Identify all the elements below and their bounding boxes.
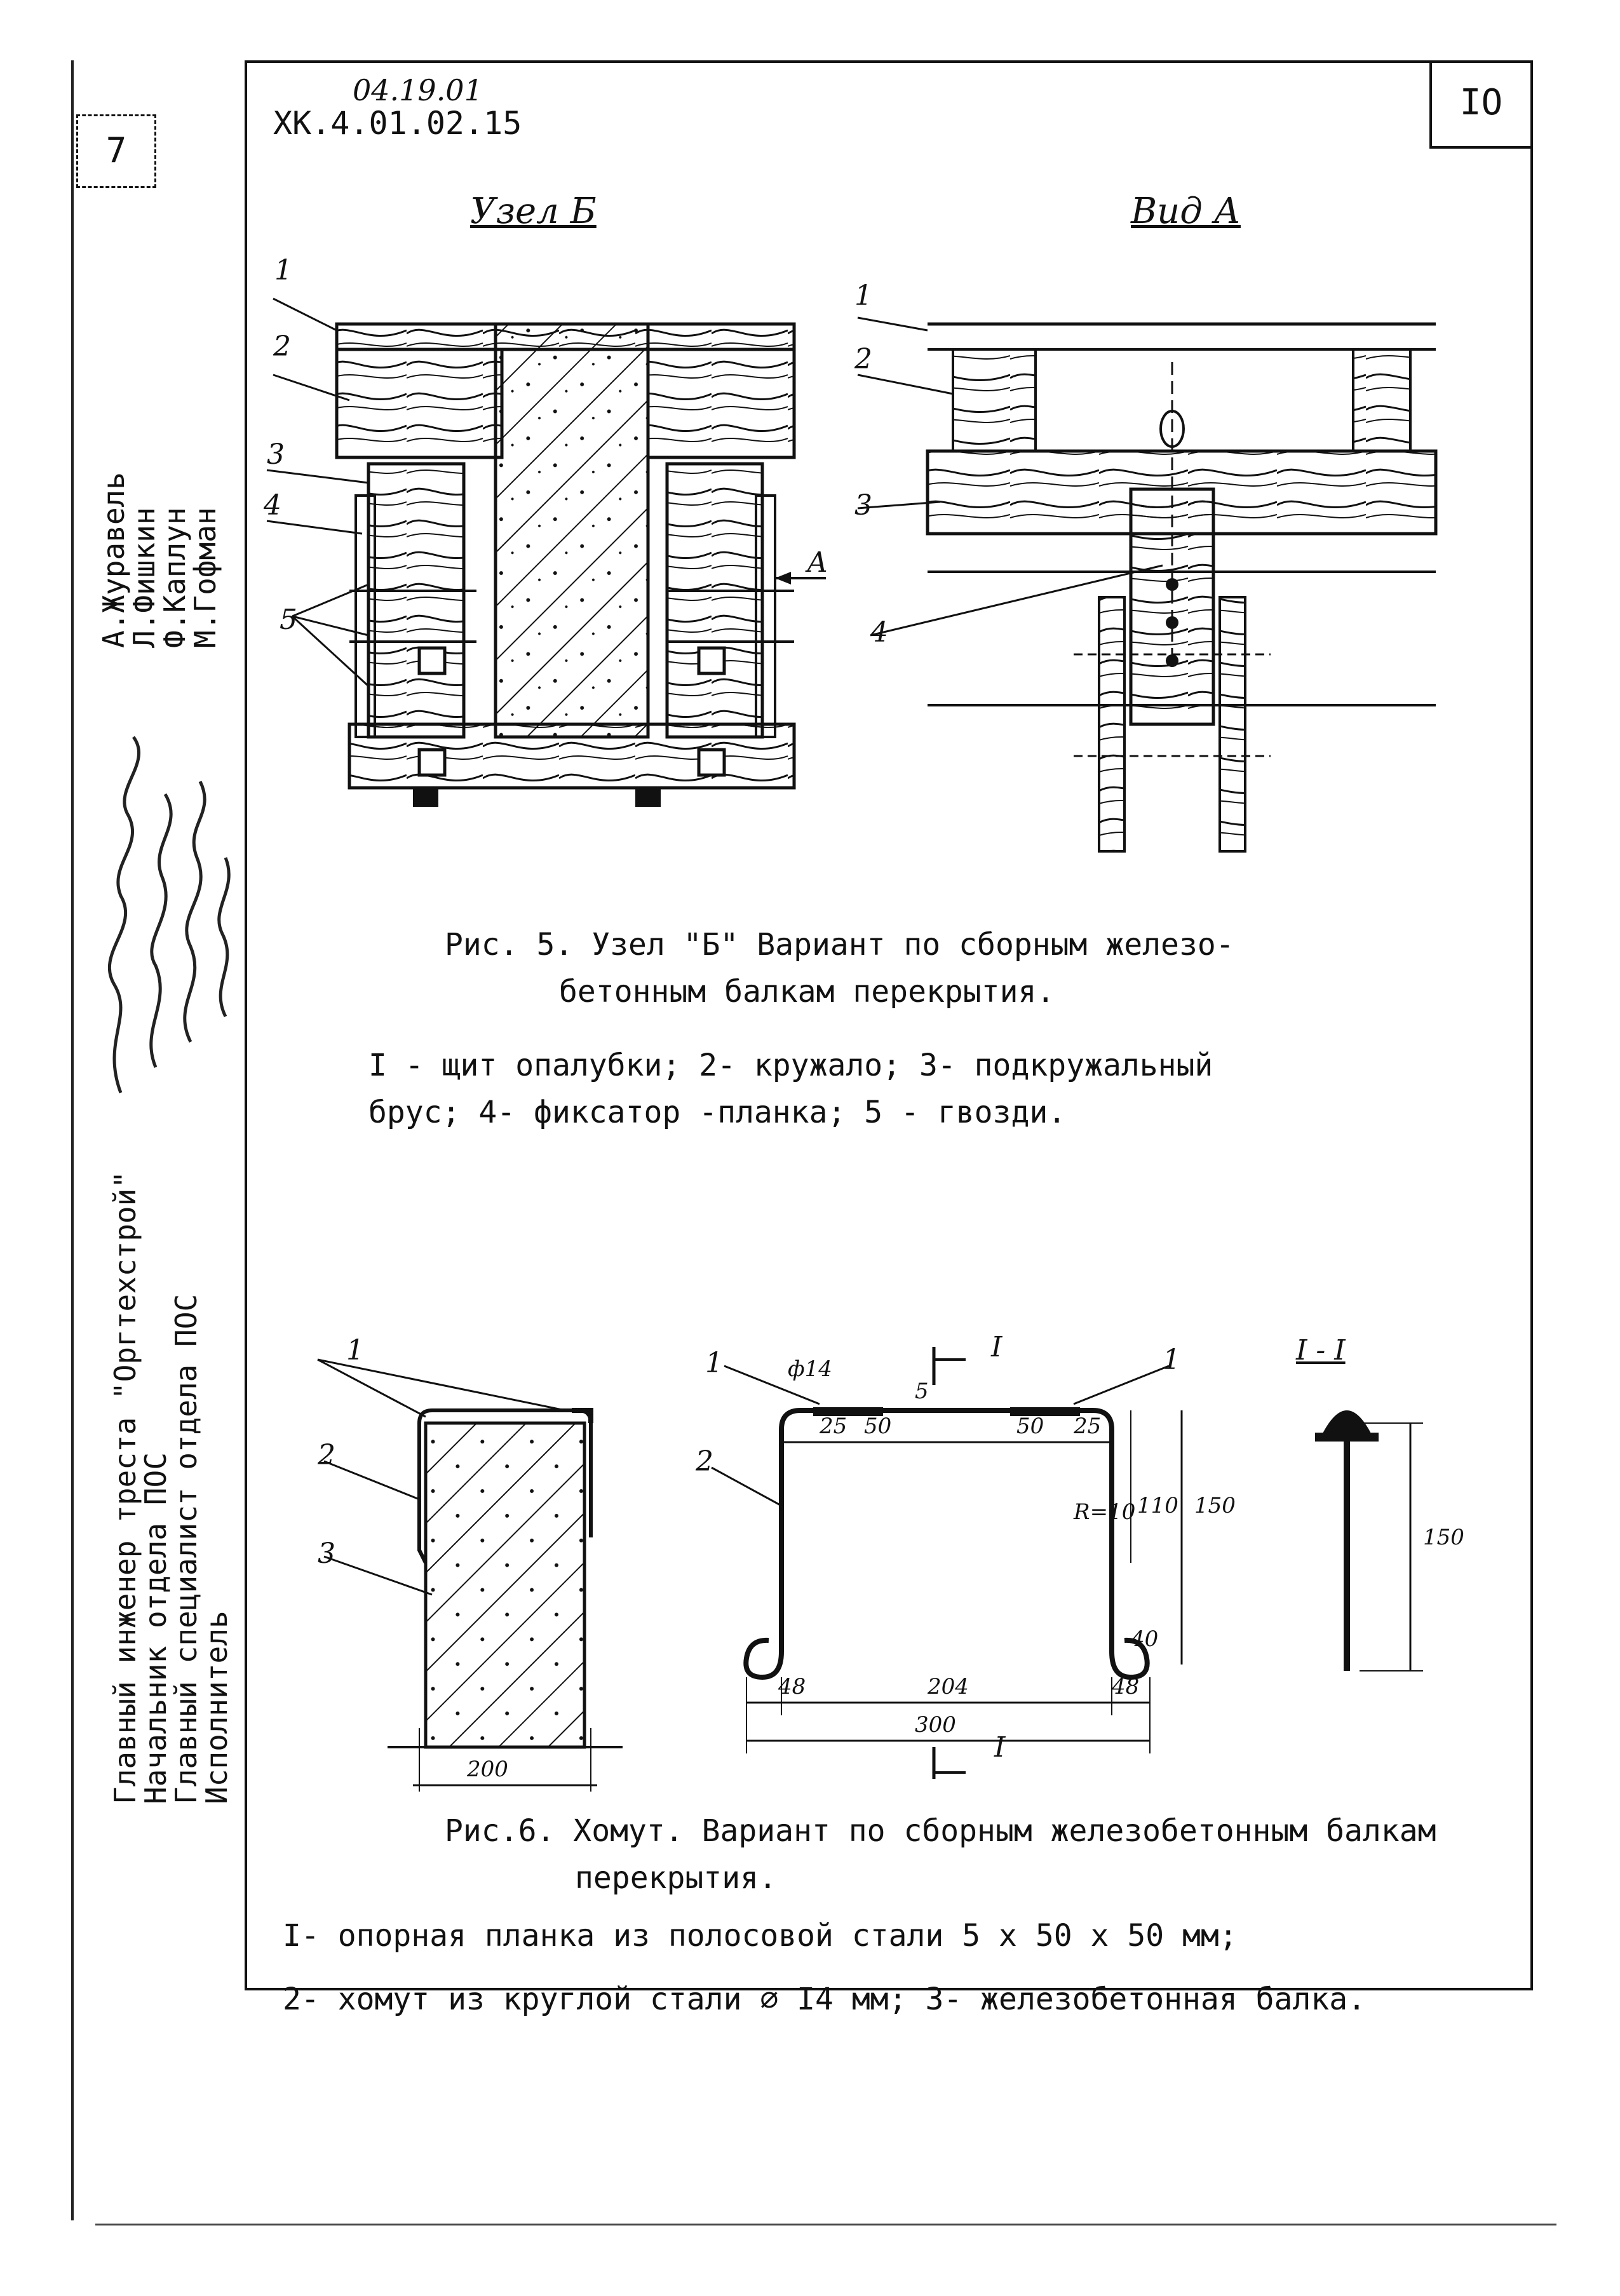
stirrup-drawing [711, 1347, 1183, 1779]
view-marker: А [807, 546, 828, 579]
fig6-caption-line2: перекрытия. [575, 1860, 777, 1896]
section-mark-top: I [991, 1331, 1002, 1363]
fig5-legend-line2: брус; 4- фиксатор -планка; 5 - гвозди. [368, 1095, 1067, 1130]
dim-25b: 25 [1074, 1414, 1102, 1439]
dim-50b: 50 [1016, 1414, 1044, 1439]
beam-section-drawing [317, 1358, 623, 1792]
dim-40: 40 [1131, 1626, 1159, 1652]
fig6-legend-line1: I- опорная планка из полосовой стали 5 х… [283, 1918, 1238, 1954]
page-number-box: IO [1429, 60, 1530, 149]
section-mark-bottom: I [994, 1731, 1006, 1764]
view-left-title: Узел Б [470, 191, 597, 232]
stamp-name-2: Л.Фишкин [127, 507, 161, 648]
sheet-number: 7 [105, 130, 127, 170]
fig5-caption-line1: Рис. 5. Узел "Б" Вариант по сборным желе… [445, 927, 1234, 962]
stamp-name-1: А.Журавель [97, 472, 131, 648]
callout-node-1: 1 [274, 254, 292, 287]
dim-204: 204 [928, 1674, 969, 1699]
dim-d14: ф14 [788, 1356, 832, 1382]
dim-t5: 5 [915, 1379, 929, 1404]
dim-25a: 25 [820, 1414, 847, 1439]
dim-300: 300 [915, 1712, 956, 1738]
fig5-legend-line1: I - щит опалубки; 2- кружало; 3- подкруж… [368, 1048, 1213, 1083]
callout-stirrup-2: 2 [696, 1445, 713, 1478]
fig5-caption-line2: бетонным балкам перекрытия. [559, 974, 1055, 1010]
stamp-role-1: Главный инженер треста "Оргтехстрой" [108, 1171, 142, 1804]
view-right-title: Вид А [1131, 191, 1241, 232]
callout-section-3: 3 [318, 1537, 335, 1570]
section-ii-drawing [1315, 1410, 1423, 1671]
callout-node-5: 5 [280, 604, 297, 636]
fig6-caption-line1: Рис.6. Хомут. Вариант по сборным железоб… [445, 1813, 1436, 1849]
callout-view-4: 4 [870, 616, 888, 649]
dim-110: 110 [1137, 1493, 1178, 1518]
drawing-frame [245, 60, 1533, 1990]
dim-48b: 48 [1112, 1674, 1140, 1699]
callout-section-2: 2 [318, 1439, 335, 1471]
stamp-role-2: Начальник отдела ПОС [138, 1452, 173, 1804]
dim-48a: 48 [778, 1674, 806, 1699]
callout-node-2: 2 [273, 330, 291, 363]
margin-line [71, 60, 74, 2220]
node-b-drawing [266, 297, 826, 807]
view-a-drawing [857, 316, 1438, 853]
dim-150b: 150 [1423, 1525, 1464, 1550]
callout-view-1: 1 [854, 280, 872, 312]
callout-node-3: 3 [267, 438, 285, 471]
dim-150: 150 [1194, 1493, 1236, 1518]
section-title: I - I [1296, 1334, 1346, 1367]
callout-stirrup-1a: 1 [705, 1347, 723, 1379]
callout-node-4: 4 [264, 489, 281, 522]
doc-code-handwritten: 04.19.01 [353, 73, 483, 107]
signatures [107, 736, 231, 1093]
stamp-name-4: М.Гофман [188, 507, 222, 648]
stamp-role-3: Главный специалист отдела ПОС [169, 1293, 203, 1804]
callout-stirrup-1b: 1 [1163, 1344, 1180, 1376]
callout-view-3: 3 [854, 489, 872, 522]
stamp-role-4: Исполнитель [199, 1611, 234, 1804]
doc-code: ХК.4.01.02.15 [273, 105, 522, 142]
callout-section-1: 1 [346, 1334, 364, 1367]
stamp-name-3: Ф.Каплун [158, 507, 192, 648]
callout-view-2: 2 [854, 343, 872, 375]
dim-50a: 50 [864, 1414, 892, 1439]
bottom-edge-line [95, 2224, 1556, 2225]
page-number: IO [1459, 82, 1503, 123]
sheet-number-box: 7 [76, 114, 156, 188]
fig6-legend-line2: 2- хомут из круглой стали ∅ I4 мм; 3- же… [283, 1982, 1367, 2017]
dim-200: 200 [467, 1757, 508, 1782]
dim-r10: R=10 [1074, 1499, 1136, 1525]
